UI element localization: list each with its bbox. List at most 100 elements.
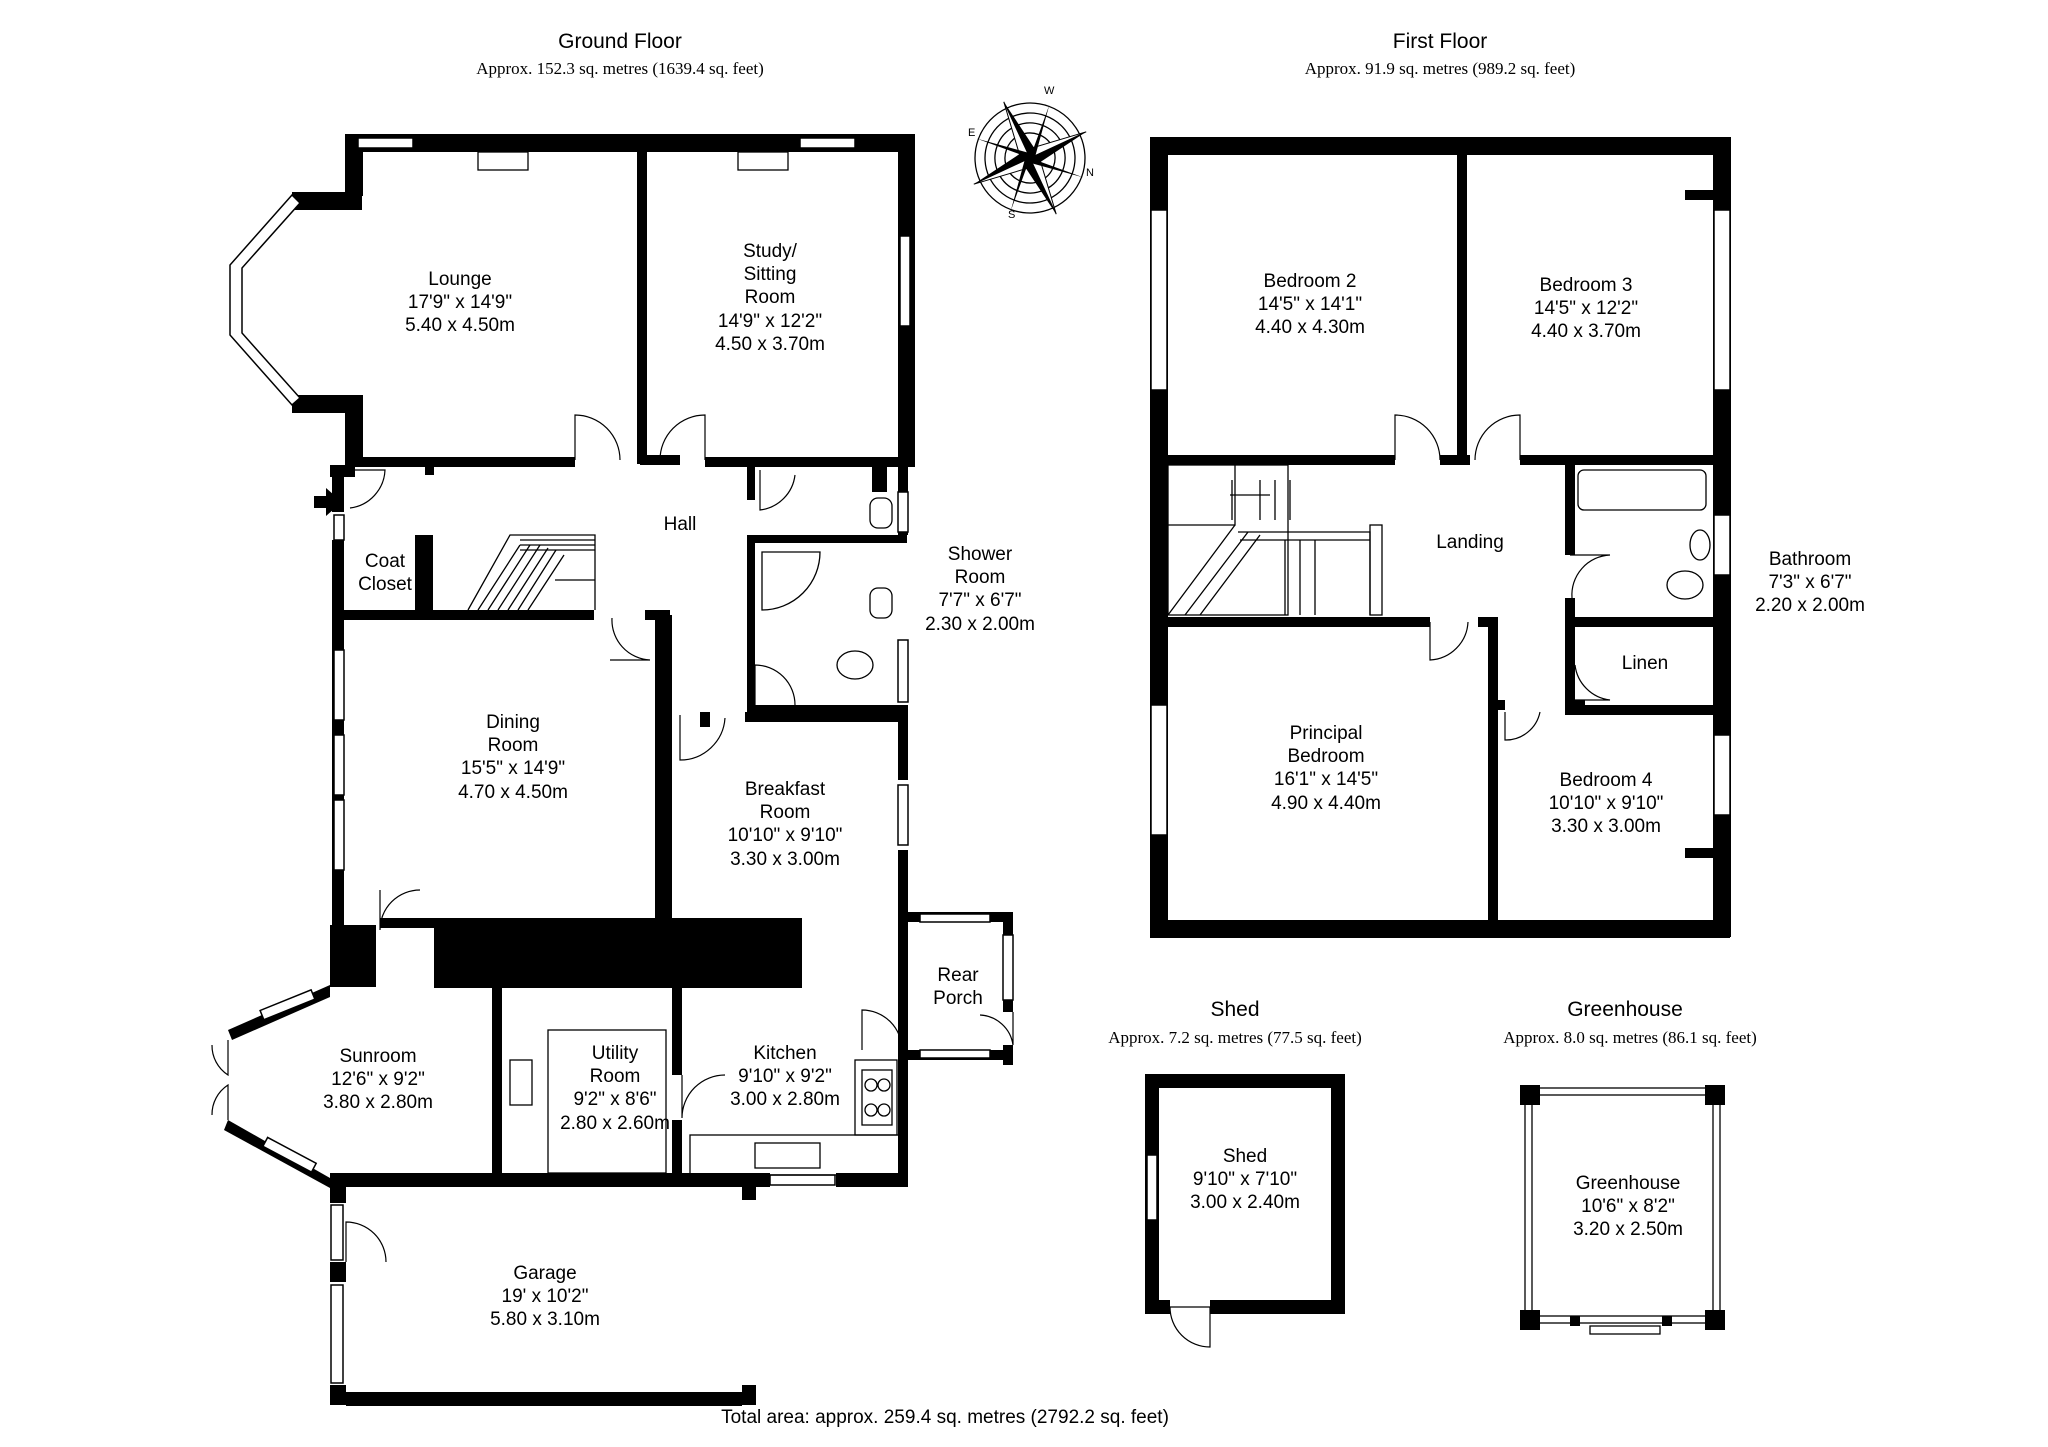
room-name: Bathroom [1768, 549, 1852, 570]
wc [1666, 570, 1704, 600]
room-label-coat-closet: Coat Closet [358, 551, 412, 596]
wall [1520, 1310, 1540, 1330]
room-label-sunroom: Sunroom 12'6" x 9'2" 3.80 x 2.80m [278, 1045, 478, 1115]
wall [637, 134, 647, 464]
greenhouse-title: Greenhouse [1567, 998, 1683, 1021]
room-label-linen: Linen [1621, 653, 1669, 674]
room-label-bedroom-2: Bedroom 2 14'5" x 14'1" 4.40 x 4.30m [1210, 270, 1410, 340]
basin [869, 497, 893, 529]
wall [1565, 617, 1715, 627]
compass-rose-icon [973, 101, 1087, 215]
room-dimensions-metric: 4.70 x 4.50m [458, 781, 568, 803]
wall [380, 918, 435, 928]
room-label-landing: Landing [1436, 532, 1504, 553]
door [759, 470, 796, 511]
window [357, 137, 414, 149]
wall [1662, 1316, 1672, 1326]
room-dimensions-imperial: 12'6" x 9'2" [331, 1069, 425, 1091]
room-name: Sunroom [339, 1046, 417, 1067]
wall [1150, 137, 1730, 155]
wall [1520, 455, 1720, 465]
window [919, 1049, 991, 1059]
wall [1145, 1300, 1170, 1314]
room-dimensions-imperial: 9'10" x 9'2" [738, 1066, 832, 1088]
shed-area: Approx. 7.2 sq. metres (77.5 sq. feet) [1108, 1028, 1362, 1047]
wall [745, 712, 905, 722]
wc [836, 650, 874, 680]
wall [742, 1385, 756, 1405]
room-dimensions-metric: 3.30 x 3.00m [1551, 816, 1661, 838]
room-label-greenhouse: Greenhouse 10'6" x 8'2" 3.20 x 2.50m [1528, 1172, 1728, 1242]
door [1169, 1306, 1211, 1348]
first-floor-title: First Floor [1392, 30, 1488, 53]
room-dimensions-metric: 2.80 x 2.60m [560, 1112, 670, 1134]
wall [1160, 455, 1395, 465]
basin [1689, 529, 1711, 561]
room-dimensions-metric: 3.00 x 2.80m [730, 1089, 840, 1111]
door [679, 715, 726, 761]
wall [898, 1050, 908, 1175]
door [345, 1221, 387, 1263]
bay-window [229, 193, 302, 407]
wall [1440, 455, 1470, 465]
room-name: Garage [513, 1263, 577, 1284]
wall [344, 610, 594, 620]
room-dimensions-metric: 4.40 x 4.30m [1255, 317, 1365, 339]
wall [346, 1392, 742, 1406]
room-name: Dining Room [486, 712, 540, 757]
wall [660, 615, 672, 925]
room-label-bathroom: Bathroom 7'3" x 6'7" 2.20 x 2.00m [1720, 548, 1900, 618]
room-dimensions-metric: 2.30 x 2.00m [925, 613, 1035, 635]
shed-plan [1145, 1074, 1345, 1348]
door [1570, 554, 1611, 599]
wall [345, 457, 575, 467]
room-dimensions-imperial: 10'10" x 9'10" [727, 825, 843, 847]
door [211, 1040, 229, 1077]
window [897, 491, 909, 533]
window [333, 649, 345, 721]
room-name: Shed [1222, 1146, 1268, 1167]
room-label-shed: Shed 9'10" x 7'10" 3.00 x 2.40m [1145, 1145, 1345, 1215]
door [754, 664, 796, 706]
room-name: Bedroom 4 [1559, 770, 1653, 791]
ground-floor-area: Approx. 152.3 sq. metres (1639.4 sq. fee… [476, 59, 764, 78]
room-dimensions-imperial: 19' x 10'2" [501, 1286, 589, 1308]
counter [547, 1029, 667, 1174]
wall [1565, 705, 1715, 715]
room-label-hall: Hall [663, 514, 697, 535]
greenhouse-area: Approx. 8.0 sq. metres (86.1 sq. feet) [1503, 1028, 1757, 1047]
room-label-kitchen: Kitchen 9'10" x 9'2" 3.00 x 2.80m [685, 1042, 885, 1112]
window [897, 639, 909, 703]
door [1429, 621, 1469, 661]
room-name: Shower Room [947, 544, 1013, 589]
door [1504, 711, 1541, 741]
room-name: Study/ Sitting Room [743, 241, 797, 309]
fireplace [477, 151, 529, 171]
wall [898, 850, 908, 1050]
staircase [1167, 464, 1383, 616]
counter [854, 1059, 898, 1136]
wall [1705, 1085, 1725, 1105]
door [681, 1074, 726, 1119]
room-name: Utility Room [589, 1043, 641, 1088]
room-dimensions-metric: 3.20 x 2.50m [1573, 1219, 1683, 1241]
staircase [467, 534, 596, 611]
door [610, 617, 651, 661]
bath [1577, 469, 1707, 511]
wall [345, 134, 363, 196]
window [261, 1136, 318, 1174]
room-dimensions-imperial: 14'5" x 14'1" [1257, 294, 1363, 316]
window [769, 1174, 836, 1186]
room-name: Breakfast Room [744, 779, 826, 824]
room-dimensions-imperial: 7'3" x 6'7" [1768, 572, 1852, 594]
window [899, 235, 911, 327]
room-dimensions-imperial: 10'6" x 8'2" [1581, 1196, 1675, 1218]
door [574, 414, 621, 461]
room-label-dining: Dining Room 15'5" x 14'9" 4.70 x 4.50m [413, 711, 613, 804]
wall [415, 535, 433, 615]
wall [872, 460, 887, 492]
wall [1685, 848, 1723, 858]
room-label-bedroom-4: Bedroom 4 10'10" x 9'10" 3.30 x 3.00m [1506, 769, 1706, 839]
window [259, 988, 316, 1021]
wall [672, 1120, 682, 1175]
